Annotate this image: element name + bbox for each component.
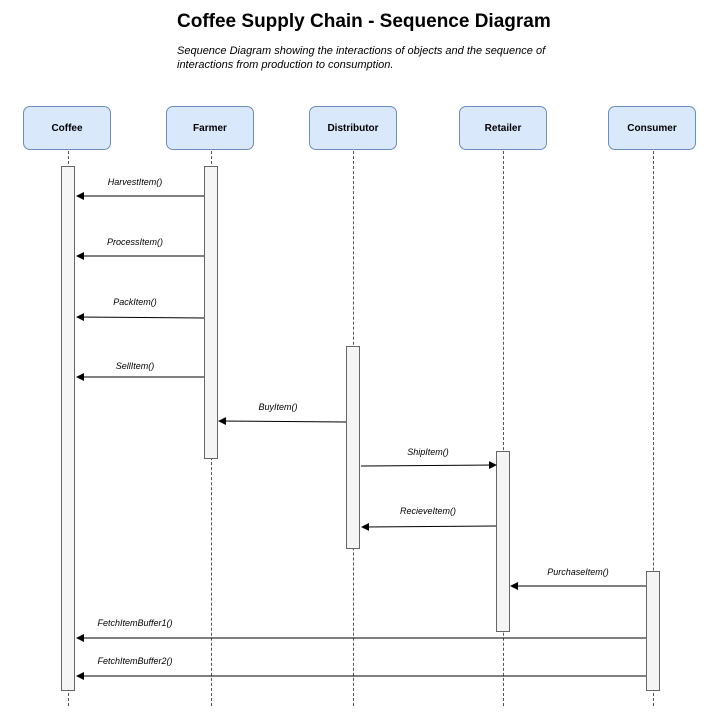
activation-distributor — [346, 346, 360, 549]
message-label: HarvestItem() — [108, 177, 163, 187]
diagram-title: Coffee Supply Chain - Sequence Diagram — [177, 11, 551, 32]
participant-distributor-label: Distributor — [327, 122, 379, 134]
message-label: PurchaseItem() — [547, 567, 609, 577]
message-label: ProcessItem() — [107, 237, 163, 247]
activation-coffee — [61, 166, 75, 691]
message-label: FetchItemBuffer2() — [97, 656, 172, 666]
message-label: SellItem() — [116, 361, 155, 371]
message-sell-item: SellItem() — [76, 361, 204, 381]
message-process-item: ProcessItem() — [76, 237, 204, 260]
message-label: RecieveItem() — [400, 506, 456, 516]
lifeline-retailer — [503, 151, 504, 706]
participant-consumer-label: Consumer — [627, 122, 677, 134]
participant-coffee-label: Coffee — [51, 122, 83, 134]
activation-retailer — [496, 451, 510, 632]
participant-farmer-label: Farmer — [193, 122, 227, 134]
message-harvest-item: HarvestItem() — [76, 177, 204, 200]
message-label: ShipItem() — [407, 447, 449, 457]
message-label: FetchItemBuffer1() — [97, 618, 172, 628]
message-recieve-item: RecieveItem() — [361, 506, 497, 531]
message-purchase-item: PurchaseItem() — [510, 567, 646, 590]
message-pack-item: PackItem() — [76, 297, 205, 322]
activation-farmer — [204, 166, 218, 459]
diagram-subtitle: Sequence Diagram showing the interaction… — [177, 45, 546, 71]
lifeline-consumer — [653, 151, 654, 706]
participant-retailer-label: Retailer — [484, 122, 522, 134]
participant-retailer: Retailer — [459, 106, 547, 150]
participant-farmer: Farmer — [166, 106, 254, 150]
activation-consumer — [646, 571, 660, 691]
message-ship-item: ShipItem() — [360, 447, 497, 470]
participant-coffee: Coffee — [23, 106, 111, 150]
message-label: PackItem() — [113, 297, 157, 307]
participant-consumer: Consumer — [608, 106, 696, 150]
message-fetch-item-buffer-1: FetchItemBuffer1() — [76, 618, 646, 642]
participant-distributor: Distributor — [309, 106, 397, 150]
message-fetch-item-buffer-2: FetchItemBuffer2() — [76, 656, 646, 680]
message-label: BuyItem() — [258, 402, 297, 412]
message-buy-item: BuyItem() — [218, 402, 347, 426]
